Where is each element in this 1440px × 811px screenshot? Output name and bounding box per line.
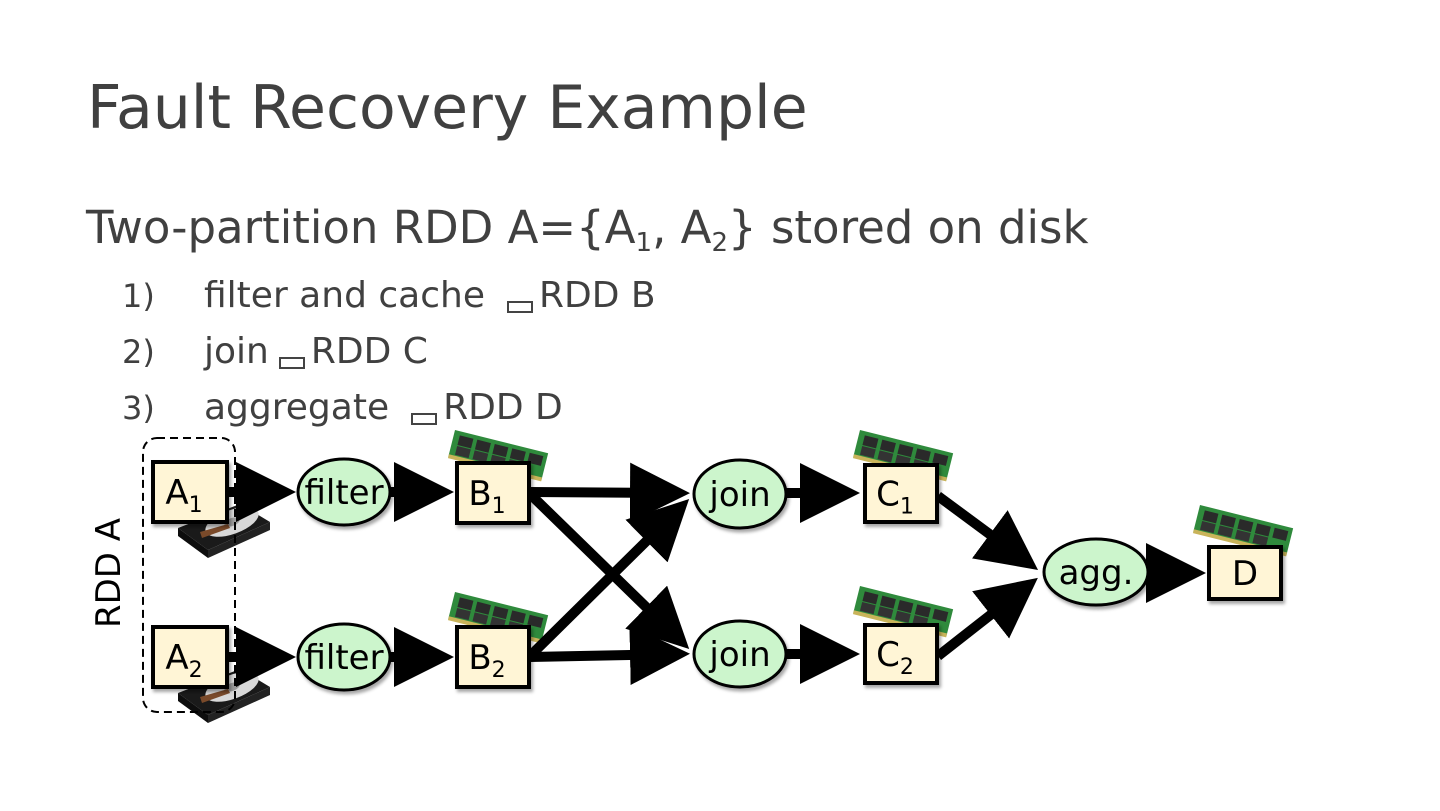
partition-b1: B1: [455, 461, 531, 525]
operation-join1: join: [692, 458, 788, 530]
step-text: filter and cache: [204, 275, 485, 316]
arrow-placeholder-icon: [278, 357, 305, 369]
operation-label: filter: [304, 473, 383, 513]
step-result: RDD D: [443, 387, 563, 428]
subtitle-prefix: Two-partition RDD A={A: [86, 201, 636, 254]
edge-c2-agg: [934, 577, 1038, 660]
rdd-a-group-label: RDD A: [89, 518, 129, 628]
operation-ellipse: [692, 458, 788, 530]
partition-subscript: 2: [492, 658, 506, 683]
rdd-a-group-outline: [142, 437, 236, 713]
partition-a2: A2: [151, 625, 229, 689]
subtitle-suffix: } stored on disk: [728, 201, 1089, 254]
partition-box: [1207, 545, 1283, 601]
subtitle-mid: , A: [652, 201, 712, 254]
operation-ellipse: [296, 457, 392, 527]
step-result: RDD C: [310, 331, 428, 372]
partition-c1: C1: [863, 463, 939, 524]
partition-subscript: 1: [900, 495, 914, 520]
subtitle-sub1: 1: [635, 228, 653, 258]
operation-label: join: [708, 635, 770, 675]
partition-box: [455, 461, 531, 525]
partition-label: B2: [468, 638, 505, 683]
partition-label: A2: [165, 638, 202, 683]
partition-subscript: 2: [189, 658, 203, 683]
operation-label: join: [708, 475, 770, 515]
partition-subscript: 2: [900, 655, 914, 680]
step-number: 1): [122, 277, 155, 315]
slide-title: Fault Recovery Example: [87, 73, 808, 143]
step-3: 3) aggregate RDD D: [122, 386, 563, 430]
operation-ellipse: [692, 619, 788, 689]
operation-filter2: filter: [296, 622, 392, 692]
operation-ellipse: [296, 622, 392, 692]
step-1: 1) filter and cache RDD B: [122, 274, 656, 318]
operation-label: filter: [304, 638, 383, 678]
step-number: 2): [122, 333, 155, 371]
step-text: join: [204, 331, 269, 372]
partition-a1: A1: [151, 460, 229, 524]
edge-b2-join2: [529, 625, 690, 685]
operation-join2: join: [692, 619, 788, 689]
step-text: aggregate: [204, 387, 390, 428]
operation-ellipse: [1042, 537, 1150, 607]
edges: [228, 462, 1206, 687]
partition-box: [151, 625, 229, 689]
edge-c1-agg: [935, 491, 1039, 570]
partition-label: D: [1232, 554, 1258, 594]
edge-b2-join1: [526, 498, 690, 660]
partition-subscript: 1: [189, 493, 203, 518]
operation-label: agg.: [1059, 553, 1134, 593]
arrow-placeholder-icon: [506, 301, 533, 313]
edge-b1-join2: [526, 490, 690, 649]
partition-box: [863, 463, 939, 524]
partition-box: [863, 623, 939, 685]
subtitle-sub2: 2: [711, 228, 729, 258]
partition-c2: C2: [863, 623, 939, 685]
edge-b1-join1: [529, 462, 690, 523]
operation-filter1: filter: [296, 457, 392, 527]
operation-agg: agg.: [1042, 537, 1150, 607]
partition-box: [455, 625, 531, 689]
step-2: 2) join RDD C: [122, 330, 428, 374]
arrow-placeholder-icon: [411, 413, 438, 425]
step-result: RDD B: [538, 275, 656, 316]
partition-d: D: [1207, 545, 1283, 601]
partition-subscript: 1: [492, 494, 506, 519]
step-number: 3): [122, 389, 155, 427]
partition-b2: B2: [455, 625, 531, 689]
slide-subtitle: Two-partition RDD A={A1, A2} stored on d…: [86, 200, 1089, 256]
partition-box: [151, 460, 229, 524]
